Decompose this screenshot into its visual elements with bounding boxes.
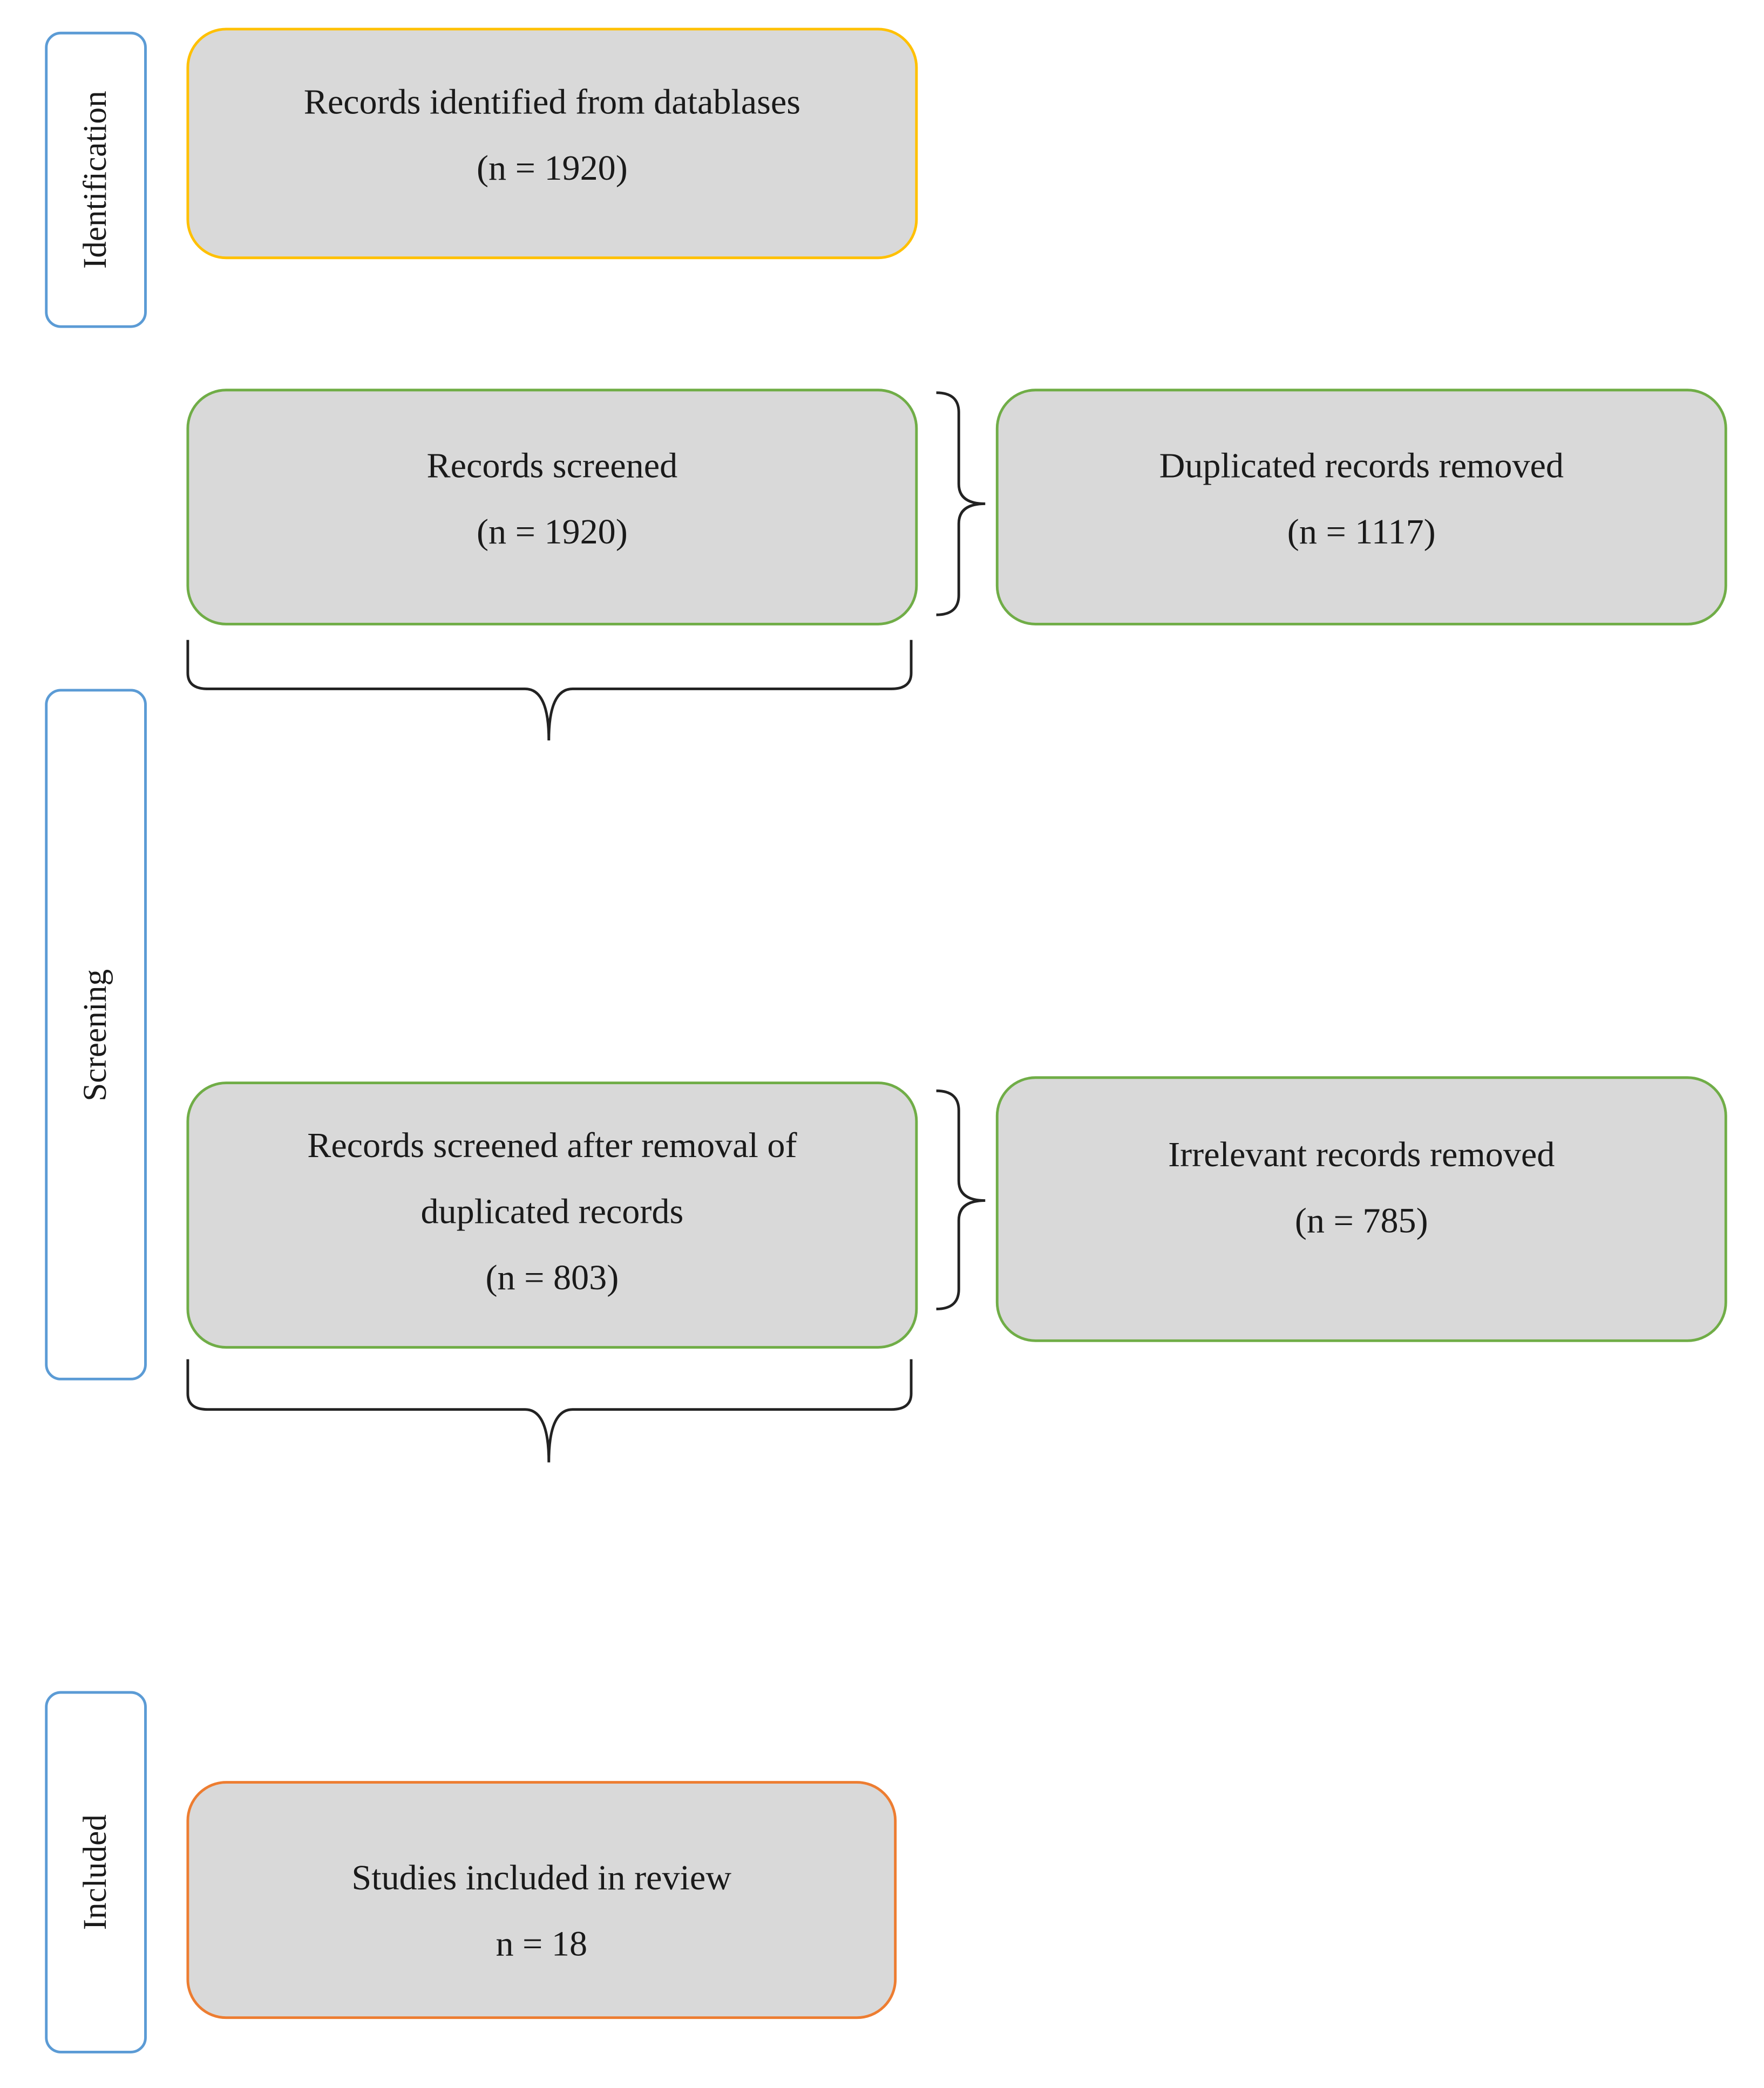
after-removal-label-line1: Records screened after removal of [307, 1125, 797, 1165]
brace-to-duplicates [936, 391, 986, 616]
stage-identification: Identification [45, 31, 147, 328]
irrelevant-removed-count: (n = 785) [1294, 1200, 1428, 1240]
brace-below-screened [186, 640, 913, 741]
after-removal-count: (n = 803) [485, 1257, 619, 1297]
duplicates-removed-box: Duplicated records removed (n = 1117) [995, 389, 1727, 625]
studies-included-count: n = 18 [496, 1923, 588, 1964]
studies-included-label: Studies included in review [351, 1858, 732, 1897]
duplicates-removed-label: Duplicated records removed [1159, 445, 1564, 485]
records-identified-box: Records identified from datablases (n = … [186, 28, 918, 260]
after-removal-box: Records screened after removal of duplic… [186, 1082, 918, 1349]
irrelevant-removed-box: Irrelevant records removed (n = 785) [995, 1076, 1727, 1342]
irrelevant-removed-label: Irrelevant records removed [1168, 1133, 1555, 1174]
after-removal-label-line2: duplicated records [420, 1191, 684, 1231]
studies-included-box: Studies included in review n = 18 [186, 1781, 897, 2019]
stage-screening: Screening [45, 689, 147, 1380]
records-identified-count: (n = 1920) [476, 147, 628, 187]
records-screened-label: Records screened [426, 445, 678, 485]
records-screened-box: Records screened (n = 1920) [186, 389, 918, 625]
brace-to-irrelevant [936, 1089, 986, 1310]
duplicates-removed-count: (n = 1117) [1287, 511, 1436, 551]
stage-included: Included [45, 1691, 147, 2053]
records-identified-label: Records identified from datablases [303, 81, 801, 121]
records-screened-count: (n = 1920) [476, 511, 628, 551]
brace-below-after-removal [186, 1359, 913, 1463]
